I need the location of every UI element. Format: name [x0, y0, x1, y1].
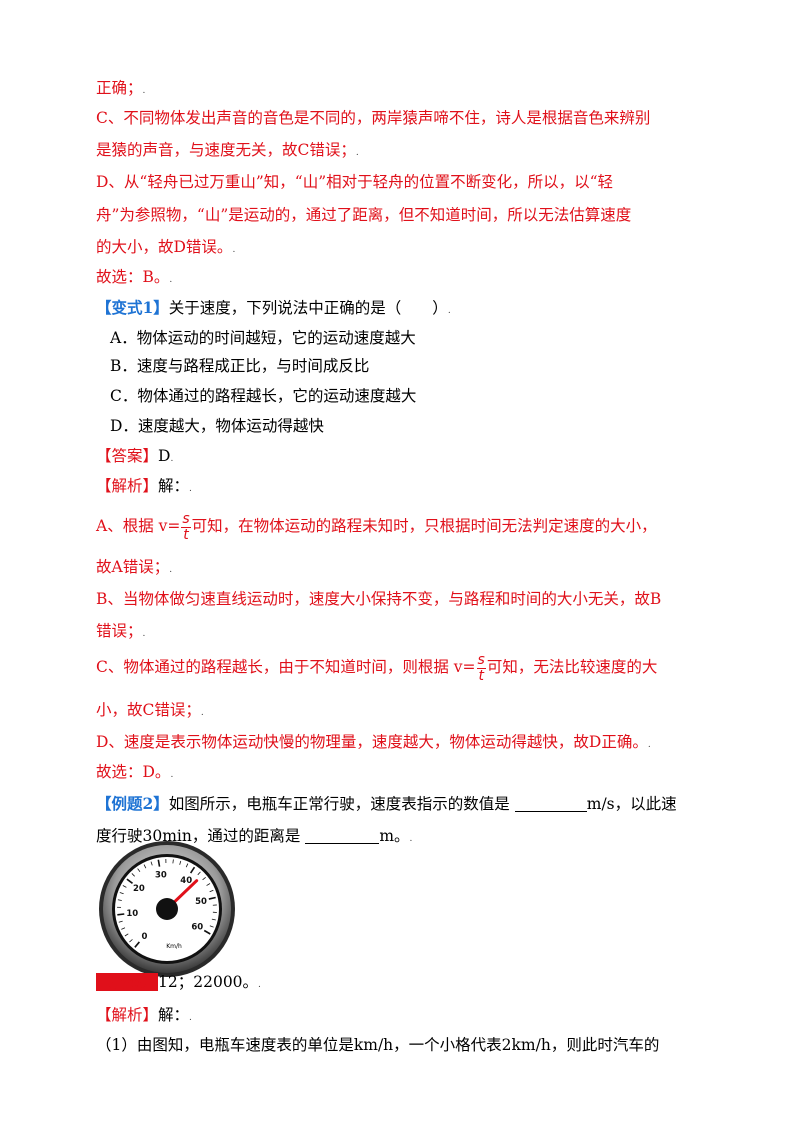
analysis-a-cont: 故A错误；. [96, 558, 173, 576]
analysis-c-cont: 小，故C错误；. [96, 701, 204, 719]
gauge-tick [119, 892, 124, 895]
gauge-tick [122, 885, 127, 888]
option-d: D．速度越大，物体运动得越快 [110, 417, 324, 435]
gauge-tick [197, 871, 201, 876]
variant-question: 【变式1】关于速度，下列说法中正确的是（ ）. [96, 298, 451, 317]
answer-tag: 【答案】 [96, 447, 159, 465]
option-a: A．物体运动的时间越短，它的运动速度越大 [110, 329, 416, 347]
answer-tag: 【答案】 [96, 973, 159, 991]
example2-line2: 度行驶30min，通过的距离是 m。. [96, 827, 413, 845]
gauge-tick [172, 859, 174, 864]
tick-label: 50 [195, 897, 207, 907]
answer-blank-2[interactable] [305, 827, 380, 844]
example2-line1: 【例题2】如图所示，电瓶车正常行驶，速度表指示的数值是 m/s，以此速 [96, 794, 677, 813]
gauge-tick [118, 920, 123, 923]
gauge-hub [156, 898, 178, 920]
gauge-tick [121, 927, 126, 930]
example-tag: 【例题2】 [96, 794, 169, 813]
example2-analysis-line1: （1）由图知，电瓶车速度表的单位是km/h，一个小格代表2km/h，则此时汽车的 [96, 1036, 660, 1054]
gauge-tick [131, 873, 135, 877]
gauge-tick [157, 859, 161, 867]
analysis-tag: 【解析】 [96, 1006, 159, 1024]
gauge-tick [117, 913, 125, 916]
gauge-tick [150, 861, 153, 866]
option-c: C．物体通过的路程越长，它的运动速度越大 [110, 387, 417, 405]
gauge-tick [126, 878, 133, 884]
gauge-tick [117, 899, 122, 901]
gauge-tick-labels: 0 10 20 30 40 50 60 [126, 871, 207, 942]
gauge-tick [202, 876, 206, 881]
analysis-choice: 故选：D。. [96, 763, 174, 781]
example2-analysis: 【解析】解：. [96, 1006, 192, 1024]
speedometer-image: 0 10 20 30 40 50 60 Km/h [99, 841, 235, 977]
option-b: B．速度与路程成正比，与时间成反比 [110, 357, 370, 375]
gauge-tick [129, 939, 133, 943]
analysis-b-cont: 错误；. [96, 622, 146, 640]
text-line: 的大小，故D错误。. [96, 238, 236, 256]
answer-value: 12；22000。 [158, 973, 259, 991]
example2-answer: 【答案】12；22000。. [96, 973, 261, 991]
text-line: D、从“轻舟已过万重山”知，“山”相对于轻舟的位置不断变化，所以，以“轻 [96, 173, 614, 191]
gauge-tick [208, 896, 216, 900]
gauge-tick [179, 860, 182, 865]
gauge-tick [189, 866, 196, 874]
analysis-tag: 【解析】 [96, 477, 159, 495]
text-line: 故选：B。. [96, 268, 173, 286]
tick-label: 20 [133, 884, 145, 894]
gauge-tick [185, 863, 189, 868]
text-line: 正确；. [96, 79, 146, 97]
variant-tag: 【变式1】 [96, 298, 169, 317]
tick-label: 0 [142, 932, 148, 942]
gauge-ticks [117, 859, 217, 948]
gauge-tick [203, 929, 211, 935]
gauge-tick [137, 868, 141, 873]
text-line: C、不同物体发出声音的音色是不同的，两岸猿声啼不住，诗人是根据音色来辨别 [96, 109, 651, 127]
variant-analysis: 【解析】解：. [96, 477, 192, 495]
gauge-tick [209, 889, 214, 893]
gauge-unit: Km/h [166, 943, 182, 950]
tick-label: 40 [180, 876, 192, 886]
gauge-tick [206, 883, 211, 886]
gauge-tick [211, 918, 216, 921]
gauge-tick [124, 933, 129, 937]
gauge-tick [134, 941, 140, 948]
gauge-tick [143, 864, 147, 869]
text-line: 舟”为参照物，“山”是运动的，通过了距离，但不知道时间，所以无法估算速度 [96, 206, 632, 224]
tick-label: 30 [155, 871, 167, 881]
analysis-b: B、当物体做匀速直线运动时，速度大小保持不变，与路程和时间的大小无关，故B [96, 590, 662, 608]
variant-answer: 【答案】D. [96, 447, 174, 465]
analysis-d: D、速度是表示物体运动快慢的物理量，速度越大，物体运动得越快，故D正确。. [96, 733, 651, 751]
answer-blank-1[interactable] [514, 795, 587, 812]
tick-label: 60 [191, 923, 203, 933]
text-line: 是猿的声音，与速度无关，故C错误；. [96, 141, 359, 159]
tick-label: 10 [126, 909, 138, 919]
gauge-tick [209, 925, 214, 928]
